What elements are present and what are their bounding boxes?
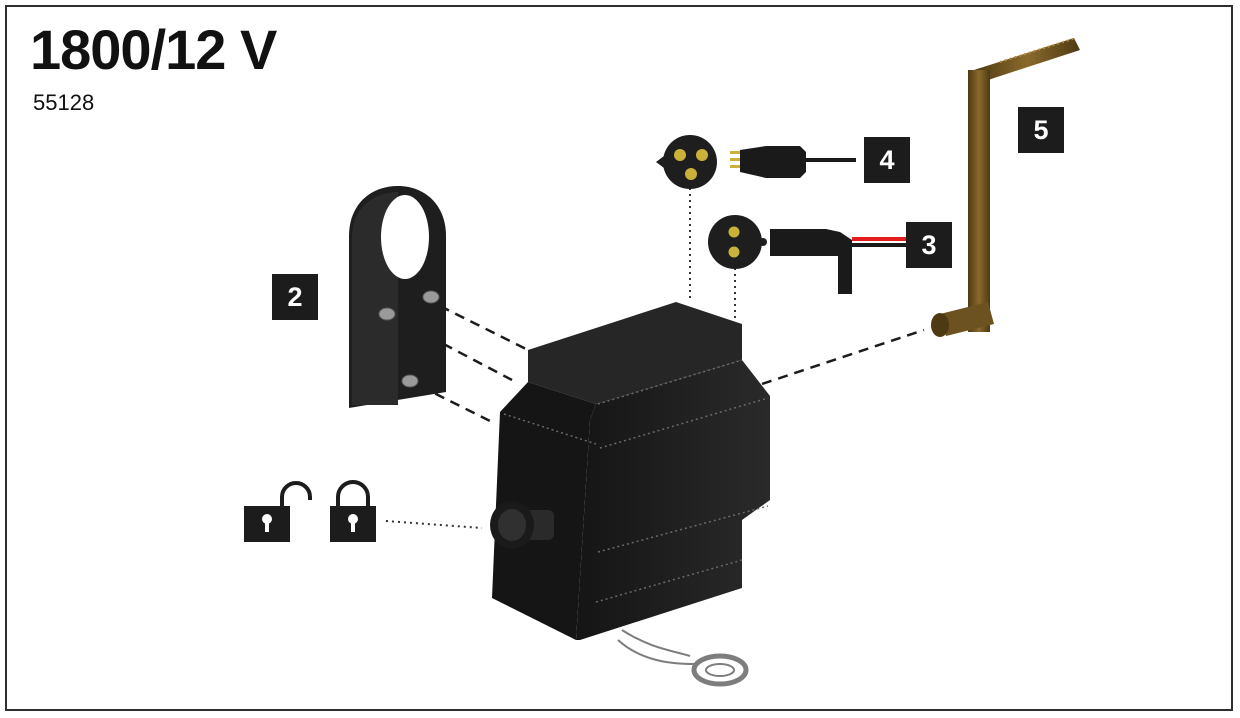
padlock-closed-icon xyxy=(330,480,376,542)
bracket-screw xyxy=(378,290,440,388)
product-title: 1800/12 V xyxy=(30,18,277,81)
mounting-bracket xyxy=(349,186,446,408)
connector-guide-lines xyxy=(385,188,736,529)
padlock-open-icon xyxy=(244,481,312,542)
article-number: 55128 xyxy=(33,90,95,115)
motor-housing xyxy=(490,302,770,687)
callout-badge-bracket: 2 xyxy=(272,274,318,320)
lock-knob xyxy=(490,501,554,549)
control-cable-connector xyxy=(656,135,856,189)
chain-with-hook xyxy=(617,629,749,687)
callout-badge-hand-crank: 5 xyxy=(1018,107,1064,153)
callout-badge-power-cable: 3 xyxy=(906,222,952,268)
power-cable-connector xyxy=(708,215,906,294)
callout-badge-control-cable: 4 xyxy=(864,137,910,183)
hand-crank xyxy=(931,37,1080,337)
